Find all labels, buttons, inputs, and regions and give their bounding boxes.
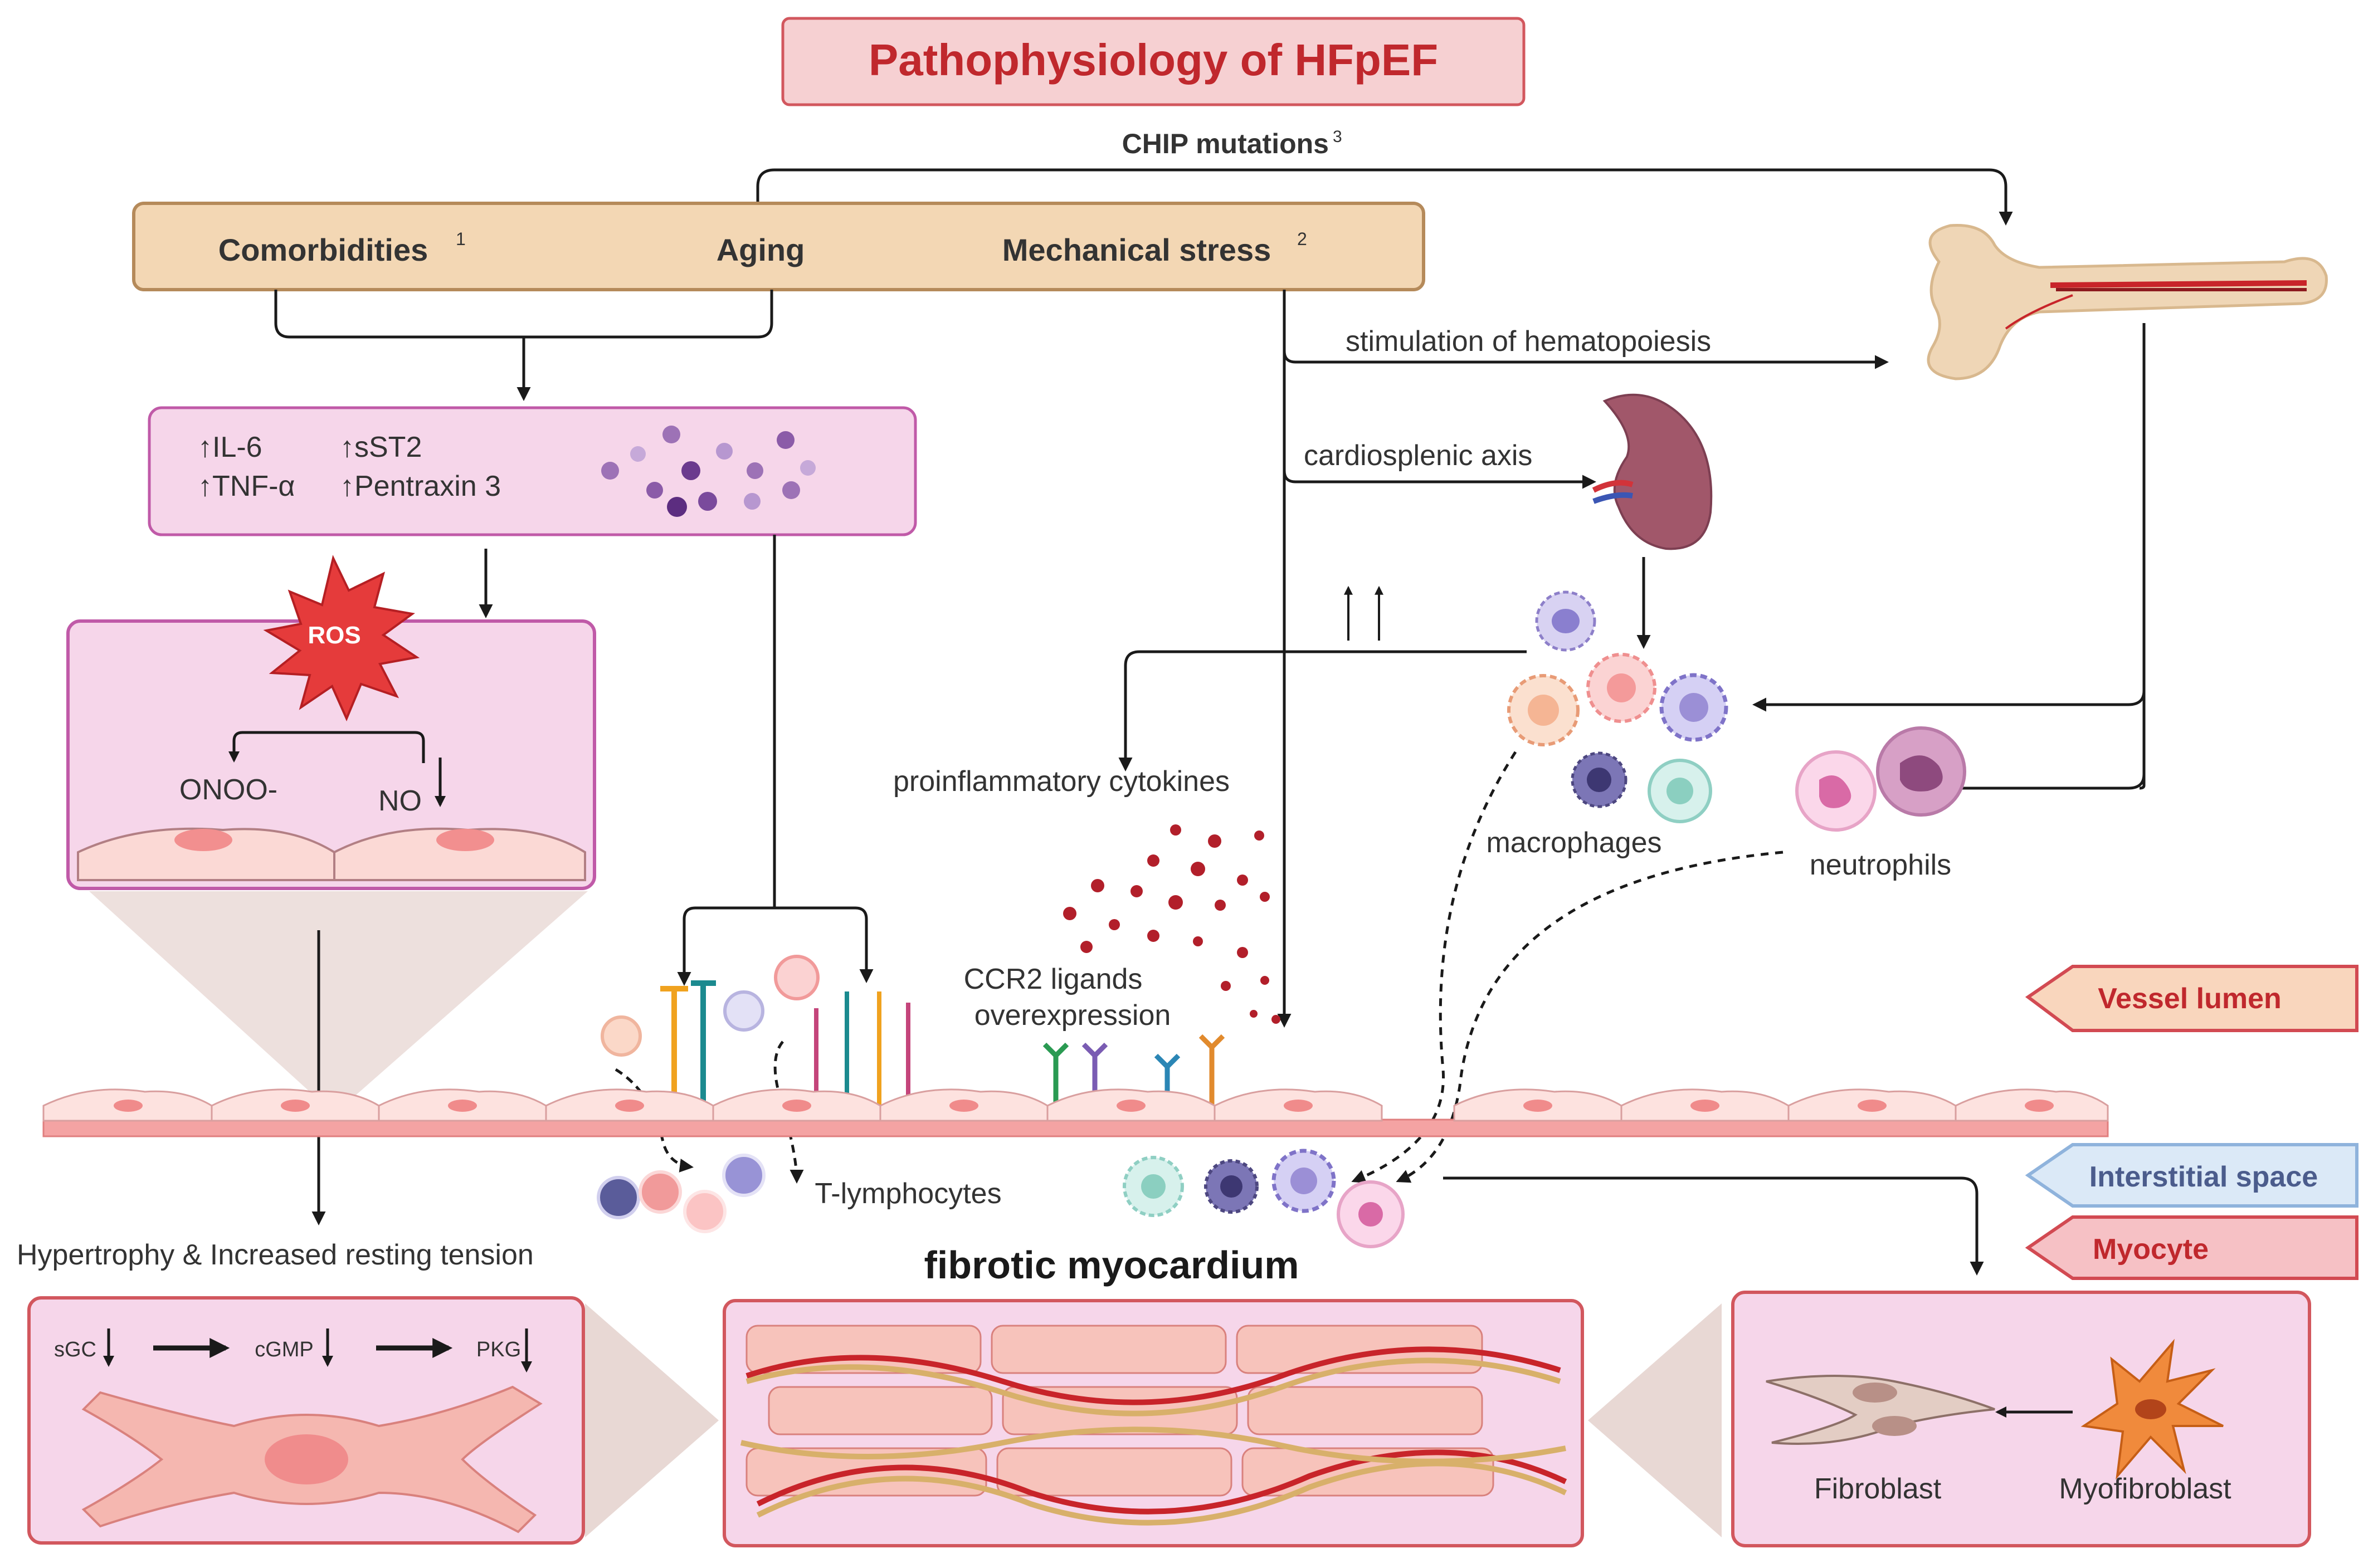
spleen-icon [1592,393,1713,550]
neutrophil-migration-path [1396,851,1783,1183]
risk-factors-bar: Comorbidities 1 Aging Mechanical stress … [132,202,1425,291]
sgc-label: sGC [54,1338,96,1361]
lymphocytes-interstitial [597,1154,766,1233]
cytokine-dots [601,426,816,517]
cardiosplenic-arrow [1283,470,1596,489]
ros-panel: ROS ONOO- NO [66,555,596,890]
bone-to-cells-line [2139,323,2146,790]
vessel-wall [42,1088,2109,1137]
onoo-label: ONOO- [179,774,277,806]
legend-myocyte: Myocyte [2025,1215,2358,1280]
zoom-triangle-ros [89,891,588,1114]
mechanical-stress-label: Mechanical stress [1002,232,1271,267]
zoom-triangle-left [585,1303,719,1537]
cytokine-particles [1063,824,1280,1024]
ros-label: ROS [308,622,360,649]
page-title: Pathophysiology of HFpEF [869,35,1438,85]
biomarkers-panel: ↑IL-6 ↑TNF-α ↑sST2 ↑Pentraxin 3 [148,406,917,536]
hematopoiesis-label: stimulation of hematopoiesis [1346,325,1711,358]
bone-to-neutrophils [1939,691,2146,795]
ccr2-receptors [1042,1034,1225,1106]
legend-vessel-lumen: Vessel lumen [2025,965,2358,1032]
macrophage-migration-path [1351,751,1517,1183]
onoo-no-arrow [228,731,425,763]
tnf-label: ↑TNF-α [198,470,295,502]
endothelial-cells [77,827,586,881]
ccr2-label-line1: CCR2 ligands [964,963,1143,995]
comorbidities-label: Comorbidities [218,232,428,267]
mechanical-stress-sup: 2 [1297,229,1307,249]
fibroblast-panel: Fibroblast Myofibroblast [1731,1291,2311,1547]
zoom-triangle-right [1588,1303,1722,1537]
sst2-label: ↑sST2 [340,431,422,463]
adhesion-molecules [660,980,910,1106]
cgmp-label: cGMP [255,1338,314,1361]
hypertrophy-panel: sGC cGMP PKG [27,1296,585,1545]
neutrophil-cluster [1795,726,1966,832]
fibrotic-myocardium-panel [723,1299,1584,1547]
bone-to-macrophages [1752,690,2146,712]
hypertrophy-label: Hypertrophy & Increased resting tension [17,1239,534,1271]
comorbidities-sup: 1 [456,229,466,249]
cardiosplenic-label: cardiosplenic axis [1304,439,1532,472]
fibroblast-label: Fibroblast [1814,1473,1942,1505]
chip-arrow [756,168,2013,226]
myofibroblast-label: Myofibroblast [2059,1473,2231,1505]
pentraxin-label: ↑Pentraxin 3 [340,470,501,502]
bracket-connector [274,290,773,339]
legend-interstitial-label: Interstitial space [2089,1161,2318,1193]
ccr2-label-line2: overexpression [974,999,1171,1032]
neutrophils-label: neutrophils [1810,849,1951,881]
title-box: Pathophysiology of HFpEF [781,17,1526,106]
interstitial-immune-cells [1123,1149,1405,1248]
no-label: NO [378,785,422,817]
bone-marrow-icon [1927,223,2328,380]
t-lymphocytes-label: T-lymphocytes [815,1178,1001,1210]
arrow-to-fibroblast-panel [1443,1176,1984,1276]
legend-vessel-label: Vessel lumen [2098,983,2282,1015]
fibrotic-myocardium-label: fibrotic myocardium [924,1243,1299,1287]
lymph-bracket [683,906,874,983]
pkg-label: PKG [476,1338,521,1361]
macrophages-label: macrophages [1486,827,1661,859]
chip-mutations-label: CHIP mutations [1122,128,1329,159]
legend-myocyte-label: Myocyte [2093,1233,2209,1266]
ros-burst-icon [263,555,420,722]
aging-label: Aging [717,232,805,267]
macrophage-cluster [1507,590,1728,823]
legend-interstitial-space: Interstitial space [2025,1143,2358,1208]
il6-label: ↑IL-6 [198,431,262,463]
circulating-lymphocytes [601,955,820,1057]
chip-mutations-sup: 3 [1333,128,1342,146]
proinflammatory-label: proinflammatory cytokines [893,765,1230,798]
hematopoiesis-arrow [1283,350,1889,369]
macrophage-to-cytokines-arrow [1118,650,1527,771]
